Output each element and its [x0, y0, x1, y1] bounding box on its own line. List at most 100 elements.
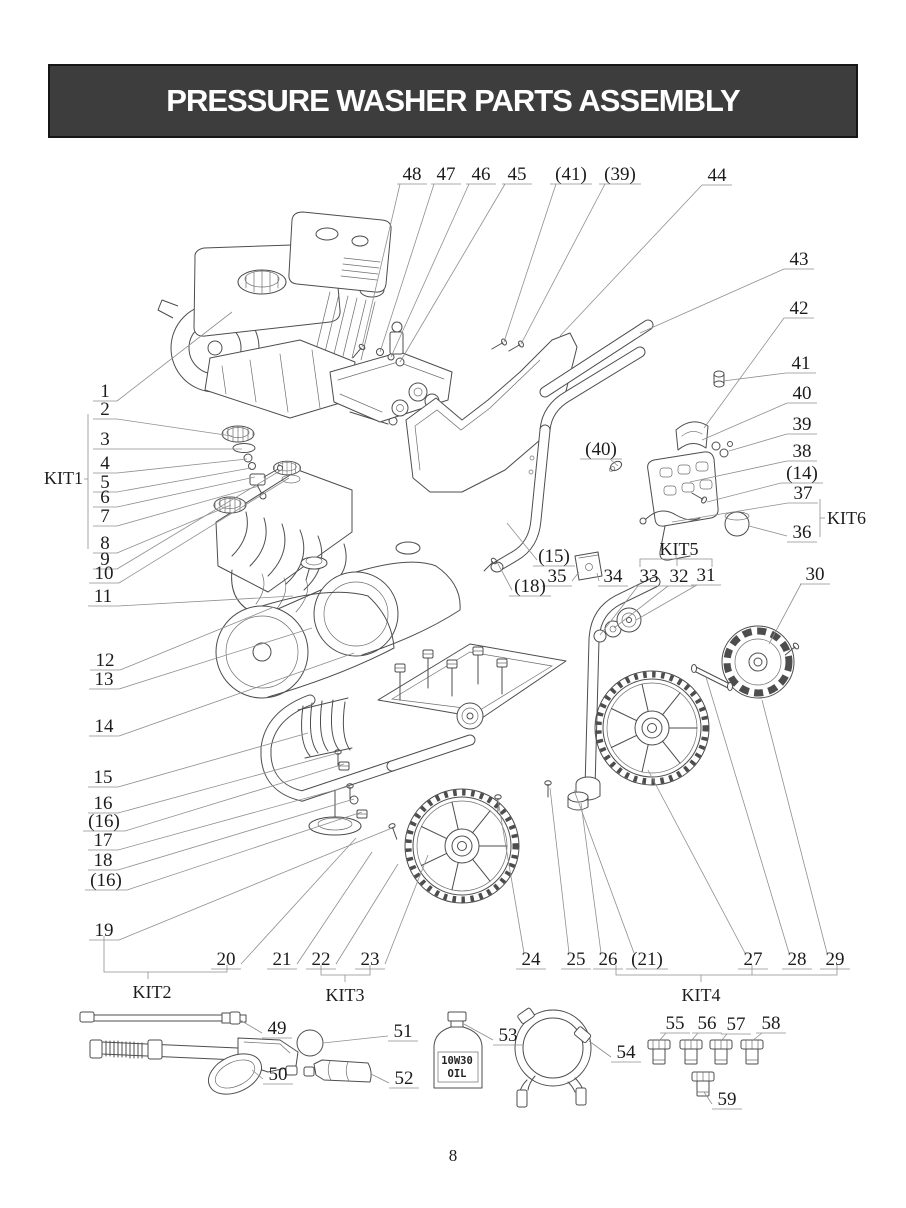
svg-text:31: 31 — [697, 565, 716, 586]
callout-37: 37 — [671, 483, 818, 523]
svg-text:59: 59 — [718, 1089, 737, 1110]
callout-32: 32 — [613, 566, 694, 629]
svg-text:28: 28 — [788, 949, 807, 970]
svg-text:49: 49 — [268, 1018, 287, 1039]
callout-58: 58 — [751, 1013, 786, 1042]
svg-text:57: 57 — [727, 1014, 746, 1035]
callout-24: 24 — [497, 799, 546, 970]
callout-20: 20 — [211, 837, 357, 970]
callout-10: 10 — [89, 477, 290, 584]
hose-hook — [647, 451, 719, 561]
callout-15: 15 — [88, 732, 309, 788]
svg-text:44: 44 — [708, 165, 728, 186]
svg-text:40: 40 — [793, 383, 812, 404]
callout-11: 11 — [88, 586, 294, 607]
callout-(40): (40) — [580, 439, 622, 467]
callout-28: 28 — [705, 676, 812, 970]
callout-6: 6 — [93, 476, 256, 508]
callout-27: 27 — [647, 769, 768, 970]
svg-text:5: 5 — [100, 472, 110, 493]
svg-text:54: 54 — [617, 1042, 637, 1063]
svg-text:43: 43 — [790, 249, 809, 270]
svg-text:55: 55 — [666, 1013, 685, 1034]
callout-52: 52 — [370, 1068, 419, 1089]
svg-text:23: 23 — [361, 949, 380, 970]
svg-text:(39): (39) — [604, 164, 636, 185]
callout-57: 57 — [720, 1014, 751, 1042]
callout-39: 39 — [728, 414, 817, 452]
callout-43: 43 — [639, 249, 814, 334]
callout-17: 17 — [88, 785, 351, 851]
svg-text:51: 51 — [394, 1021, 413, 1042]
svg-text:32: 32 — [670, 566, 689, 587]
svg-text:52: 52 — [395, 1068, 414, 1089]
svg-text:12: 12 — [96, 650, 115, 671]
page-number: 8 — [448, 1146, 458, 1165]
svg-text:25: 25 — [567, 949, 586, 970]
handle-clamp — [574, 370, 750, 581]
callout-55: 55 — [658, 1013, 690, 1042]
svg-text:2: 2 — [100, 399, 110, 420]
svg-text:37: 37 — [794, 483, 813, 504]
fuel-valve-parts — [213, 425, 283, 514]
callout-(14): (14) — [706, 463, 823, 503]
callout-7: 7 — [93, 485, 260, 527]
callout-(21): (21) — [573, 789, 668, 970]
callout-49: 49 — [239, 1018, 292, 1039]
callout-30: 30 — [768, 564, 830, 645]
svg-text:3: 3 — [100, 429, 110, 450]
svg-text:17: 17 — [94, 830, 113, 851]
svg-text:13: 13 — [95, 669, 114, 690]
svg-text:11: 11 — [94, 586, 112, 607]
callout-14: 14 — [89, 652, 355, 737]
svg-text:47: 47 — [437, 164, 456, 185]
lance — [79, 1011, 247, 1025]
svg-text:45: 45 — [508, 164, 527, 185]
callout-16: 16 — [88, 752, 339, 814]
svg-text:42: 42 — [790, 298, 809, 319]
oil-bottle-text: OIL — [448, 1068, 467, 1080]
svg-text:35: 35 — [548, 566, 567, 587]
kit-label-KIT3: KIT3 — [326, 985, 365, 1005]
svg-text:38: 38 — [793, 441, 812, 462]
svg-text:34: 34 — [604, 566, 624, 587]
svg-text:58: 58 — [762, 1013, 781, 1034]
svg-text:20: 20 — [217, 949, 236, 970]
detergent-tanks — [215, 541, 461, 699]
callout-46: 46 — [390, 164, 496, 358]
kit-brackets — [84, 414, 838, 982]
svg-text:48: 48 — [403, 164, 422, 185]
callout-3: 3 — [93, 429, 242, 450]
callout-1: 1 — [93, 311, 233, 402]
axle — [456, 607, 733, 730]
svg-text:27: 27 — [744, 949, 763, 970]
callout-23: 23 — [355, 854, 429, 970]
callout-25: 25 — [549, 787, 591, 970]
svg-text:18: 18 — [94, 850, 113, 871]
control-panel — [405, 332, 578, 493]
callout-51: 51 — [322, 1021, 418, 1044]
svg-text:(21): (21) — [631, 949, 663, 970]
svg-text:(40): (40) — [585, 439, 617, 460]
callout-42: 42 — [703, 298, 814, 429]
callout-59: 59 — [703, 1089, 742, 1110]
callout-8: 8 — [93, 504, 232, 554]
svg-text:7: 7 — [100, 506, 110, 527]
kit-label-KIT1: KIT1 — [44, 468, 83, 488]
callout-22: 22 — [306, 863, 399, 970]
svg-text:6: 6 — [100, 487, 110, 508]
svg-text:41: 41 — [792, 353, 811, 374]
callout-48: 48 — [361, 164, 427, 348]
svg-text:26: 26 — [599, 949, 618, 970]
svg-text:1: 1 — [100, 381, 110, 402]
svg-text:21: 21 — [273, 949, 292, 970]
callout-50: 50 — [251, 1064, 293, 1085]
hose-coil — [514, 1007, 592, 1108]
kit-label-KIT5: KIT5 — [660, 539, 699, 559]
callout-36: 36 — [748, 522, 817, 543]
callout-(41): (41) — [503, 164, 592, 343]
svg-text:15: 15 — [94, 767, 113, 788]
